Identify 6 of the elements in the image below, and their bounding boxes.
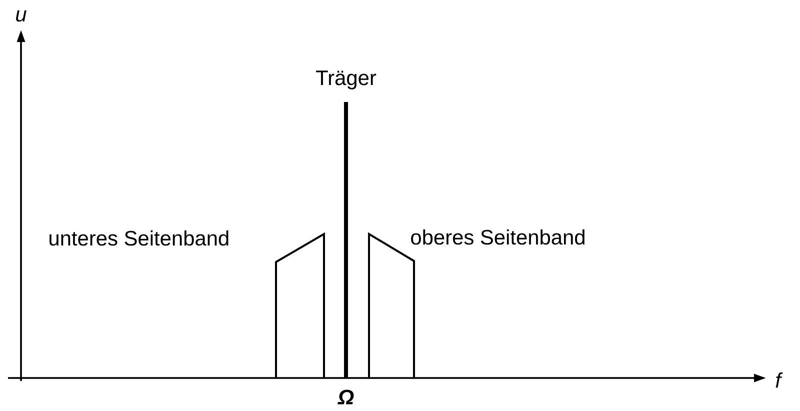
carrier-label: Träger bbox=[316, 70, 376, 90]
axis-label: u bbox=[16, 10, 26, 22]
sideband-label: unteres Seitenband bbox=[50, 230, 228, 246]
axis-tick-label: Ω bbox=[338, 390, 354, 404]
axis-label: f bbox=[776, 372, 783, 388]
sideband-label: oberes Seitenband bbox=[411, 229, 584, 245]
